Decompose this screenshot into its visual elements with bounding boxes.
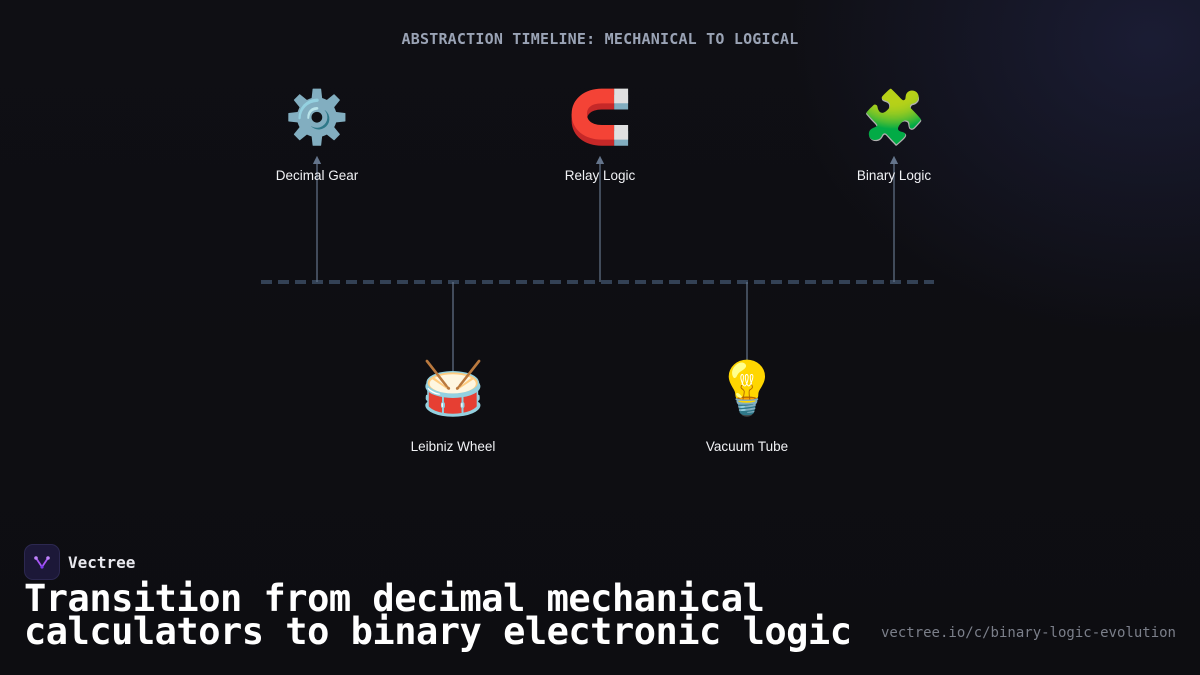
headline: Transition from decimal mechanical calcu…	[24, 577, 852, 653]
node-label: Binary Logic	[856, 168, 932, 183]
source-url: vectree.io/c/binary-logic-evolution	[880, 625, 1176, 641]
node-label: Decimal Gear	[275, 168, 359, 183]
node-decimal-gear: ⚙️ Decimal Gear	[237, 88, 397, 183]
node-label: Relay Logic	[564, 168, 636, 183]
node-relay-logic: 🧲 Relay Logic	[520, 88, 680, 183]
diagram-title: ABSTRACTION TIMELINE: MECHANICAL TO LOGI…	[401, 30, 799, 48]
vectree-logo-icon	[24, 544, 60, 580]
gear-icon: ⚙️	[284, 88, 350, 148]
node-leibniz-wheel: 🥁 Leibniz Wheel	[373, 359, 533, 454]
brand: Vectree	[24, 544, 135, 580]
node-label: Vacuum Tube	[705, 439, 789, 454]
brand-name: Vectree	[68, 552, 136, 572]
node-label: Leibniz Wheel	[410, 439, 496, 454]
magnet-icon: 🧲	[567, 88, 633, 148]
puzzle-piece-icon: 🧩	[861, 88, 927, 148]
light-bulb-icon: 💡	[714, 359, 780, 419]
node-binary-logic: 🧩 Binary Logic	[814, 88, 974, 183]
drum-icon: 🥁	[420, 359, 486, 419]
node-vacuum-tube: 💡 Vacuum Tube	[667, 359, 827, 454]
